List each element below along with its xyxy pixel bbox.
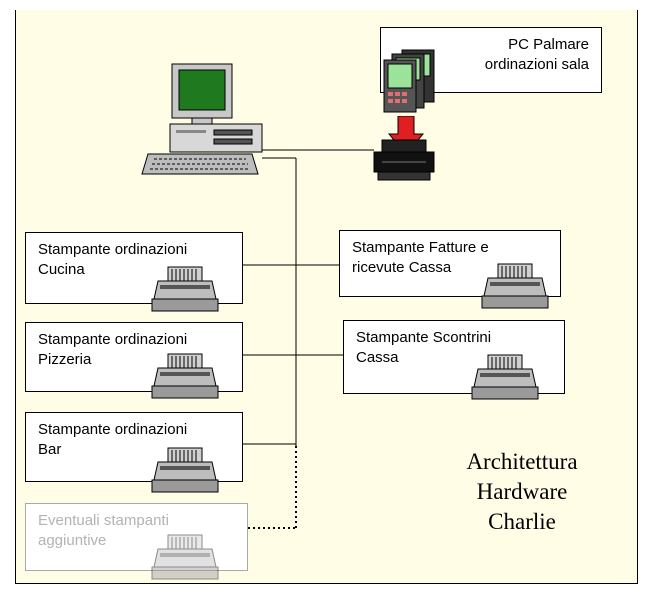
diagram-title: Architettura Hardware Charlie [432,437,612,547]
box-pc-palmare-line2: ordinazioni sala [484,56,589,73]
printer-icon [481,263,549,309]
box-eventuali-line1: Eventuali stampanti [38,512,169,529]
printer-icon [151,266,219,312]
box-pizzeria-line1: Stampante ordinazioni [38,331,188,348]
box-eventuali: Eventuali stampanti aggiuntive [25,503,248,571]
desktop-computer-icon [141,63,263,175]
box-bar-line2: Bar [38,441,62,458]
title-line1: Architettura [466,449,578,474]
box-cucina-line1: Stampante ordinazioni [38,241,188,258]
box-fatture-line1: Stampante Fatture e [352,239,489,256]
printer-icon [373,139,435,181]
box-scontrini-line2: Cassa [356,349,399,366]
box-pizzeria-line2: Pizzeria [38,351,92,368]
printer-icon [471,354,539,400]
printer-icon [151,534,219,580]
box-fatture-line2: ricevute Cassa [352,259,452,276]
box-scontrini-line1: Stampante Scontrini [356,329,492,346]
box-cucina-line2: Cucina [38,261,85,278]
title-line3: Charlie [488,509,556,534]
printer-icon [151,353,219,399]
box-eventuali-line2: aggiuntive [38,532,107,549]
box-bar-line1: Stampante ordinazioni [38,421,188,438]
handheld-pc-icon [383,49,435,113]
title-line2: Hardware [476,479,568,504]
box-pc-palmare-line1: PC Palmare [508,36,589,53]
printer-icon [151,447,219,493]
